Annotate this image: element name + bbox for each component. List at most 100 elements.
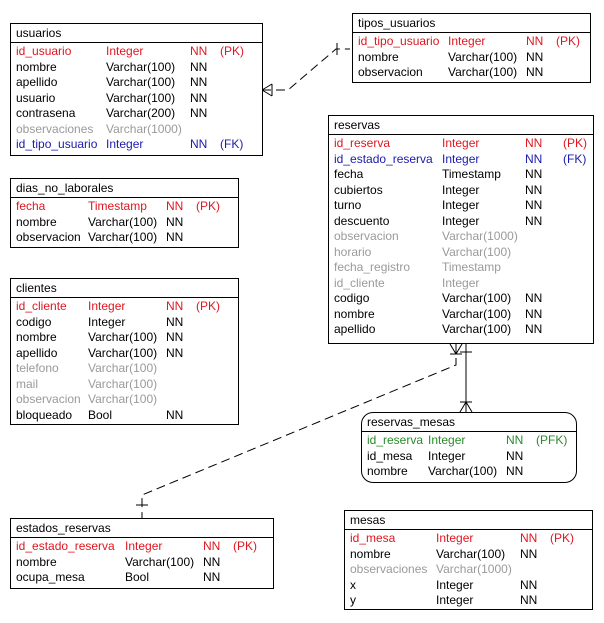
attribute-name: ocupa_mesa [16,570,85,584]
attribute-name: id_tipo_usuario [16,137,98,151]
attribute-name: horario [334,244,372,259]
attribute-name: observaciones [350,562,428,576]
attribute-name: id_usuario [16,44,72,58]
attribute-null: NN [520,546,538,561]
attribute-name: bloqueado [16,407,73,422]
attribute-null: NN [506,433,524,447]
attribute-null: NN [203,539,221,553]
attribute-null: NN [166,345,184,360]
attribute-name: observacion [16,230,81,244]
attribute-null: NN [190,137,208,151]
attribute-null: NN [506,464,524,478]
attribute-type: Integer [88,314,126,329]
attribute-type: Varchar(100) [106,59,176,74]
attribute-name: fecha [334,167,364,181]
attribute-name: nombre [16,214,57,229]
entity-title: tipos_usuarios [353,14,590,33]
attribute-name: observaciones [16,121,94,136]
attribute-type: Varchar(1000) [442,229,518,243]
attribute-name: nombre [334,306,375,321]
attribute-key: (PK) [220,44,244,58]
attribute-null: NN [520,593,538,607]
attribute-name: descuento [334,213,390,228]
attribute-null: NN [166,230,184,244]
attribute-type: Varchar(1000) [436,562,512,576]
attribute-name: nombre [16,59,57,74]
attribute-name: id_tipo_usuario [358,34,440,48]
attribute-null: NN [203,554,221,569]
attribute-type: Varchar(100) [88,345,158,360]
attribute-null: NN [190,59,208,74]
link-usuarios-tipos-usuarios [261,43,350,97]
entity-title: reservas_mesas [362,413,576,432]
attribute-type: Integer [442,136,480,150]
attribute-type: Varchar(100) [436,546,506,561]
attribute-type: Integer [442,151,480,166]
attribute-null: NN [166,199,184,213]
attribute-null: NN [166,314,184,329]
attribute-type: Integer [428,433,466,447]
attribute-type: Integer [442,213,480,228]
attribute-type: Varchar(100) [442,322,512,336]
attribute-name: id_cliente [16,299,67,313]
attribute-row: observaciones Varchar(1000) [350,562,592,578]
attribute-name: id_estado_reserva [16,539,115,553]
attribute-name: turno [334,198,362,212]
attribute-type: Varchar(100) [88,230,158,244]
attribute-key: (PK) [196,299,220,313]
attribute-name: id_cliente [334,275,385,290]
attribute-name: id_mesa [350,531,396,545]
attribute-name: apellido [334,322,376,336]
attribute-type: Integer [442,182,480,197]
attribute-name: id_reserva [367,433,424,447]
attribute-key: (PK) [556,34,580,48]
attribute-type: Bool [125,570,150,584]
attribute-null: NN [525,322,543,336]
attribute-null: NN [525,291,543,305]
attribute-type: Varchar(100) [88,361,158,375]
attribute-name: y [350,593,356,607]
attribute-null: NN [520,531,538,545]
attribute-null: NN [520,577,538,592]
attribute-null: NN [190,106,208,120]
attribute-null: NN [525,198,543,212]
attribute-type: Timestamp [442,167,501,181]
attribute-name: contrasena [16,106,76,120]
attribute-type: Varchar(100) [106,90,176,105]
attribute-name: usuario [16,90,56,105]
attribute-null: NN [525,151,543,166]
